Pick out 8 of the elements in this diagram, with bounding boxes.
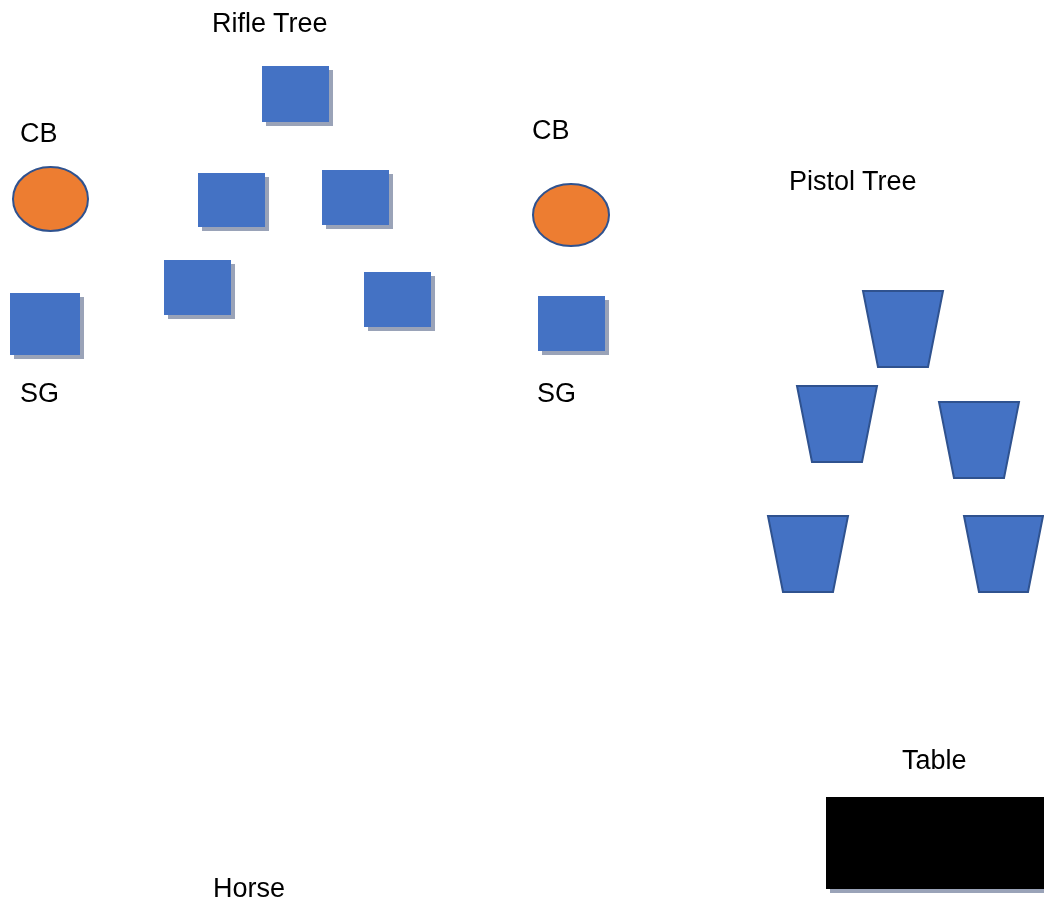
group-title: Pistol Tree xyxy=(789,168,917,195)
area-label: Horse xyxy=(213,875,286,902)
position-label: CB xyxy=(532,117,570,144)
position-label: Table xyxy=(902,747,967,774)
position-label: SG xyxy=(537,380,576,407)
group-title: Rifle Tree xyxy=(212,10,328,37)
position-label: CB xyxy=(20,120,58,147)
position-label: SG xyxy=(20,380,59,407)
